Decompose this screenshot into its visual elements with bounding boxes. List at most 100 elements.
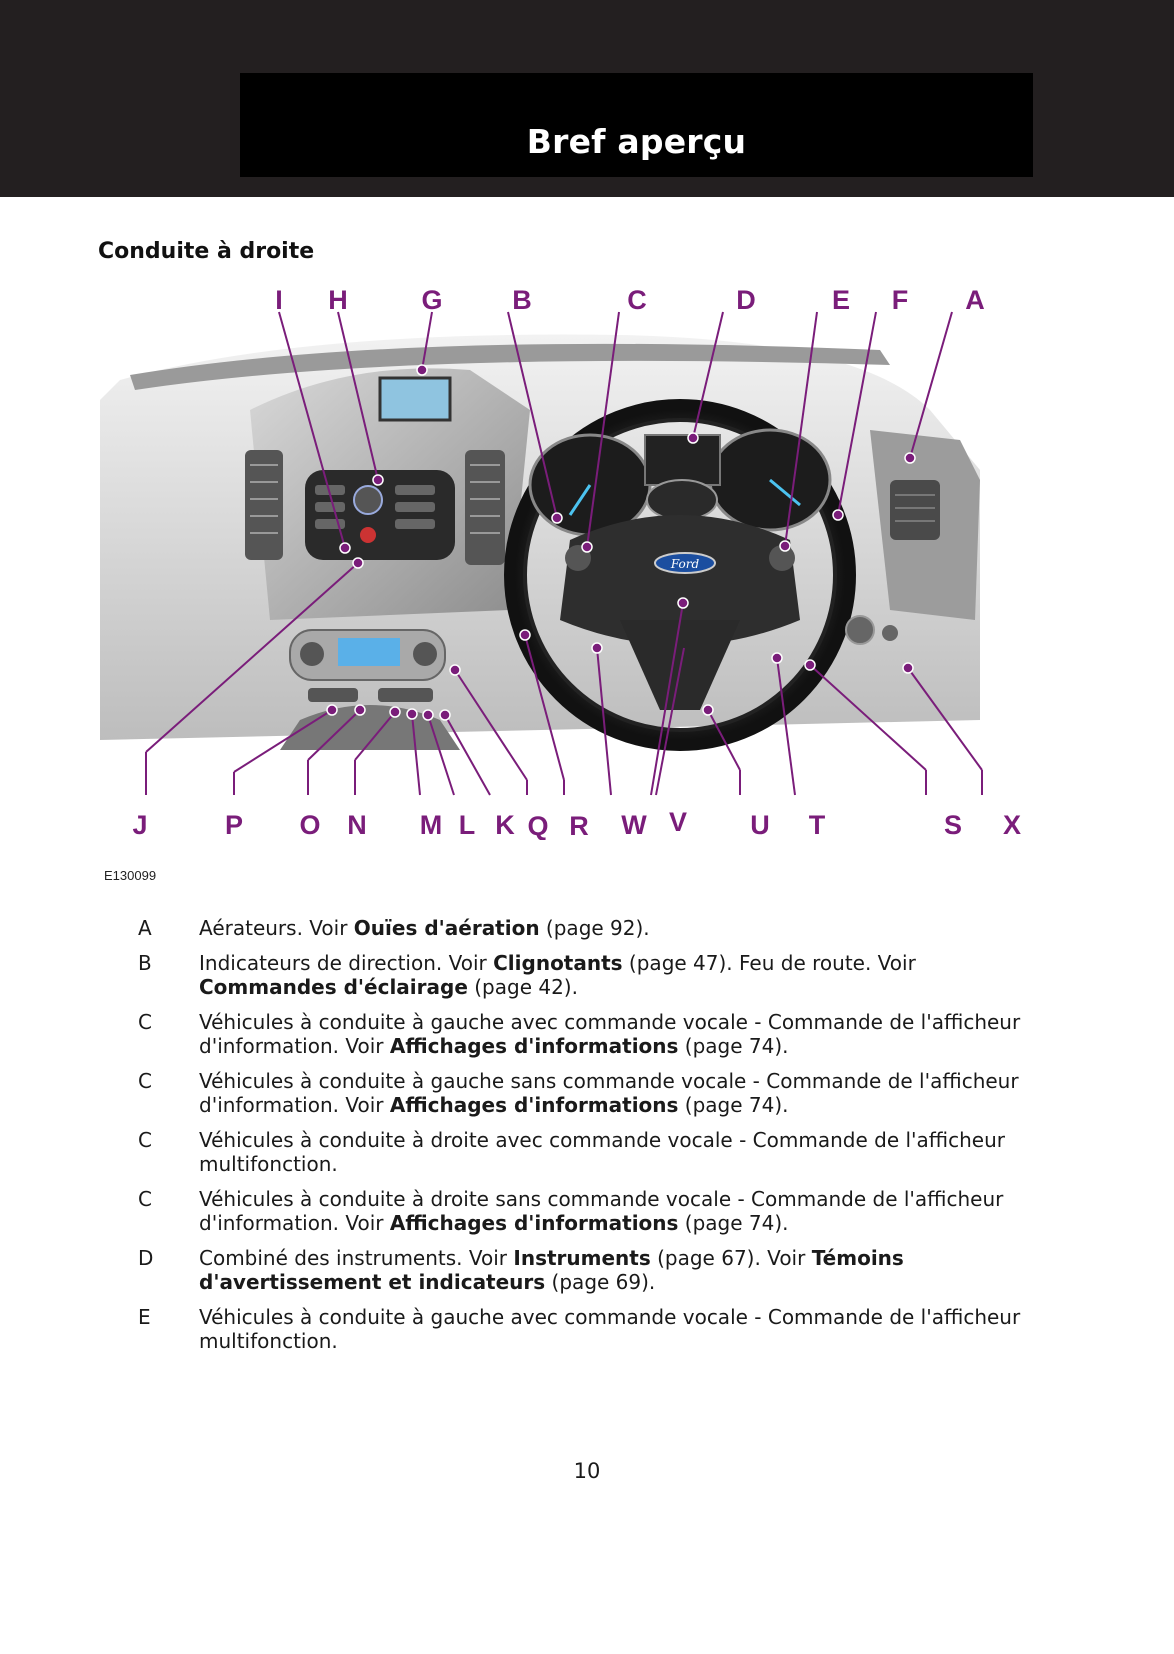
callout-label: T [809, 810, 826, 840]
callout-labels-top: I H G B C D E F A [275, 290, 985, 315]
steering-hub [560, 515, 800, 645]
callout-label: M [420, 810, 443, 840]
image-id: E130099 [104, 868, 157, 883]
legend-text-part: Véhicules à conduite à droite sans comma… [199, 1187, 1004, 1235]
legend-reference[interactable]: Affichages d'informations [389, 1034, 679, 1058]
climate-display [338, 638, 400, 666]
callout-label: J [132, 810, 147, 840]
callout-label: V [669, 807, 687, 837]
callout-label: N [347, 810, 367, 840]
hazard-button [360, 527, 376, 543]
legend-key: E [138, 1305, 151, 1329]
dashboard-illustration: Ford [100, 290, 1021, 840]
legend-text: Véhicules à conduite à gauche sans comma… [199, 1069, 1050, 1117]
legend-item: D Combiné des instruments. Voir Instrumen… [130, 1246, 1050, 1294]
legend-text: Véhicules à conduite à gauche avec comma… [199, 1010, 1050, 1058]
legend-text: Aérateurs. Voir Ouïes d'aération (page 9… [199, 916, 1050, 940]
legend-text-part: Aérateurs. Voir [199, 916, 354, 940]
legend-reference[interactable]: Affichages d'informations [389, 1211, 679, 1235]
legend-list: A Aérateurs. Voir Ouïes d'aération (page … [130, 916, 1050, 1364]
steering-wheel-rim [504, 399, 856, 751]
climate-right-knob [413, 642, 437, 666]
right-wheel-controls [769, 545, 795, 571]
callout-label: R [569, 811, 589, 840]
legend-key: A [138, 916, 152, 940]
callout-label: A [965, 290, 985, 315]
callout-label: L [459, 810, 476, 840]
light-switch [845, 615, 875, 645]
callout-label: O [299, 810, 320, 840]
legend-text: Véhicules à conduite à gauche avec comma… [199, 1305, 1050, 1353]
callout-label: D [736, 290, 756, 315]
legend-reference[interactable]: Commandes d'éclairage [199, 975, 468, 999]
callout-label: U [750, 810, 770, 840]
legend-text-part: (page 67). Voir [650, 1246, 812, 1270]
callout-label: P [225, 810, 243, 840]
dashboard-top-edge [130, 343, 890, 390]
legend-text: Véhicules à conduite à droite avec comma… [199, 1128, 1050, 1176]
callout-label: I [275, 290, 283, 315]
legend-text-part: (page 74). [678, 1093, 789, 1117]
legend-text-part: Véhicules à conduite à gauche sans comma… [199, 1069, 1019, 1117]
callout-label: F [892, 290, 909, 315]
header-title-box: Bref aperçu [240, 73, 1033, 177]
legend-text: Indicateurs de direction. Voir Clignotan… [199, 951, 1050, 999]
right-vent-louvers [895, 494, 935, 522]
legend-reference[interactable]: Clignotants [493, 951, 623, 975]
callout-label: X [1003, 810, 1021, 840]
legend-reference[interactable]: Affichages d'informations [389, 1093, 679, 1117]
page-title: Bref aperçu [526, 122, 747, 161]
legend-text: Véhicules à conduite à droite sans comma… [199, 1187, 1050, 1235]
audio-knob [353, 485, 383, 515]
legend-item: E Véhicules à conduite à gauche avec comm… [130, 1305, 1050, 1353]
legend-text-part: (page 69). [545, 1270, 656, 1294]
legend-key: C [138, 1128, 152, 1152]
climate-left-knob [300, 642, 324, 666]
info-screen [378, 376, 452, 422]
fuel-temp-gauges [646, 479, 718, 521]
callout-label: W [621, 810, 647, 840]
legend-text-part: (page 42). [467, 975, 578, 999]
legend-key: C [138, 1187, 152, 1211]
switch-knob [882, 625, 898, 641]
center-left-vent [245, 450, 283, 560]
center-left-vent-louvers [250, 464, 278, 534]
legend-item: A Aérateurs. Voir Ouïes d'aération (page … [130, 916, 1050, 940]
callout-labels-bottom: J P O N M L K Q R W V U T S X [132, 807, 1021, 840]
legend-reference[interactable]: Ouïes d'aération [353, 916, 540, 940]
legend-key: C [138, 1010, 152, 1034]
callout-label: B [512, 290, 532, 315]
header-band: Bref aperçu [0, 0, 1174, 197]
section-heading: Conduite à droite [98, 239, 315, 264]
callout-label: S [944, 810, 962, 840]
speedometer-needle [568, 484, 592, 516]
tachometer-needle [769, 478, 801, 507]
callout-dots [326, 364, 916, 721]
legend-key: C [138, 1069, 152, 1093]
legend-text-part: Véhicules à conduite à droite avec comma… [199, 1128, 1006, 1176]
legend-text-part: (page 74). [678, 1034, 789, 1058]
callout-label: H [328, 290, 348, 315]
legend-text-part: Combiné des instruments. Voir [199, 1246, 514, 1270]
page-number: 10 [573, 1459, 601, 1483]
legend-reference[interactable]: Instruments [513, 1246, 651, 1270]
steering-wheel-inner [523, 418, 837, 732]
center-right-vent [465, 450, 505, 565]
legend-text-part: Indicateurs de direction. Voir [199, 951, 494, 975]
legend-text-part: (page 92). [539, 916, 650, 940]
legend-text-part: (page 74). [678, 1211, 789, 1235]
legend-item: C Véhicules à conduite à droite avec comm… [130, 1128, 1050, 1176]
callout-label: E [832, 290, 850, 315]
legend-text-part: Véhicules à conduite à gauche avec comma… [199, 1010, 1021, 1058]
center-right-vent-louvers [470, 464, 500, 534]
ford-logo-text: Ford [670, 557, 700, 571]
legend-key: D [138, 1246, 154, 1270]
callout-label: C [627, 290, 647, 315]
callout-lines [145, 311, 983, 796]
cluster-display [644, 434, 721, 486]
legend-reference[interactable]: Témoins d'avertissement et indicateurs [199, 1246, 904, 1294]
legend-text-part: (page 47). Feu de route. Voir [622, 951, 916, 975]
callout-label: K [495, 810, 515, 840]
legend-item: C Véhicules à conduite à gauche sans comm… [130, 1069, 1050, 1117]
